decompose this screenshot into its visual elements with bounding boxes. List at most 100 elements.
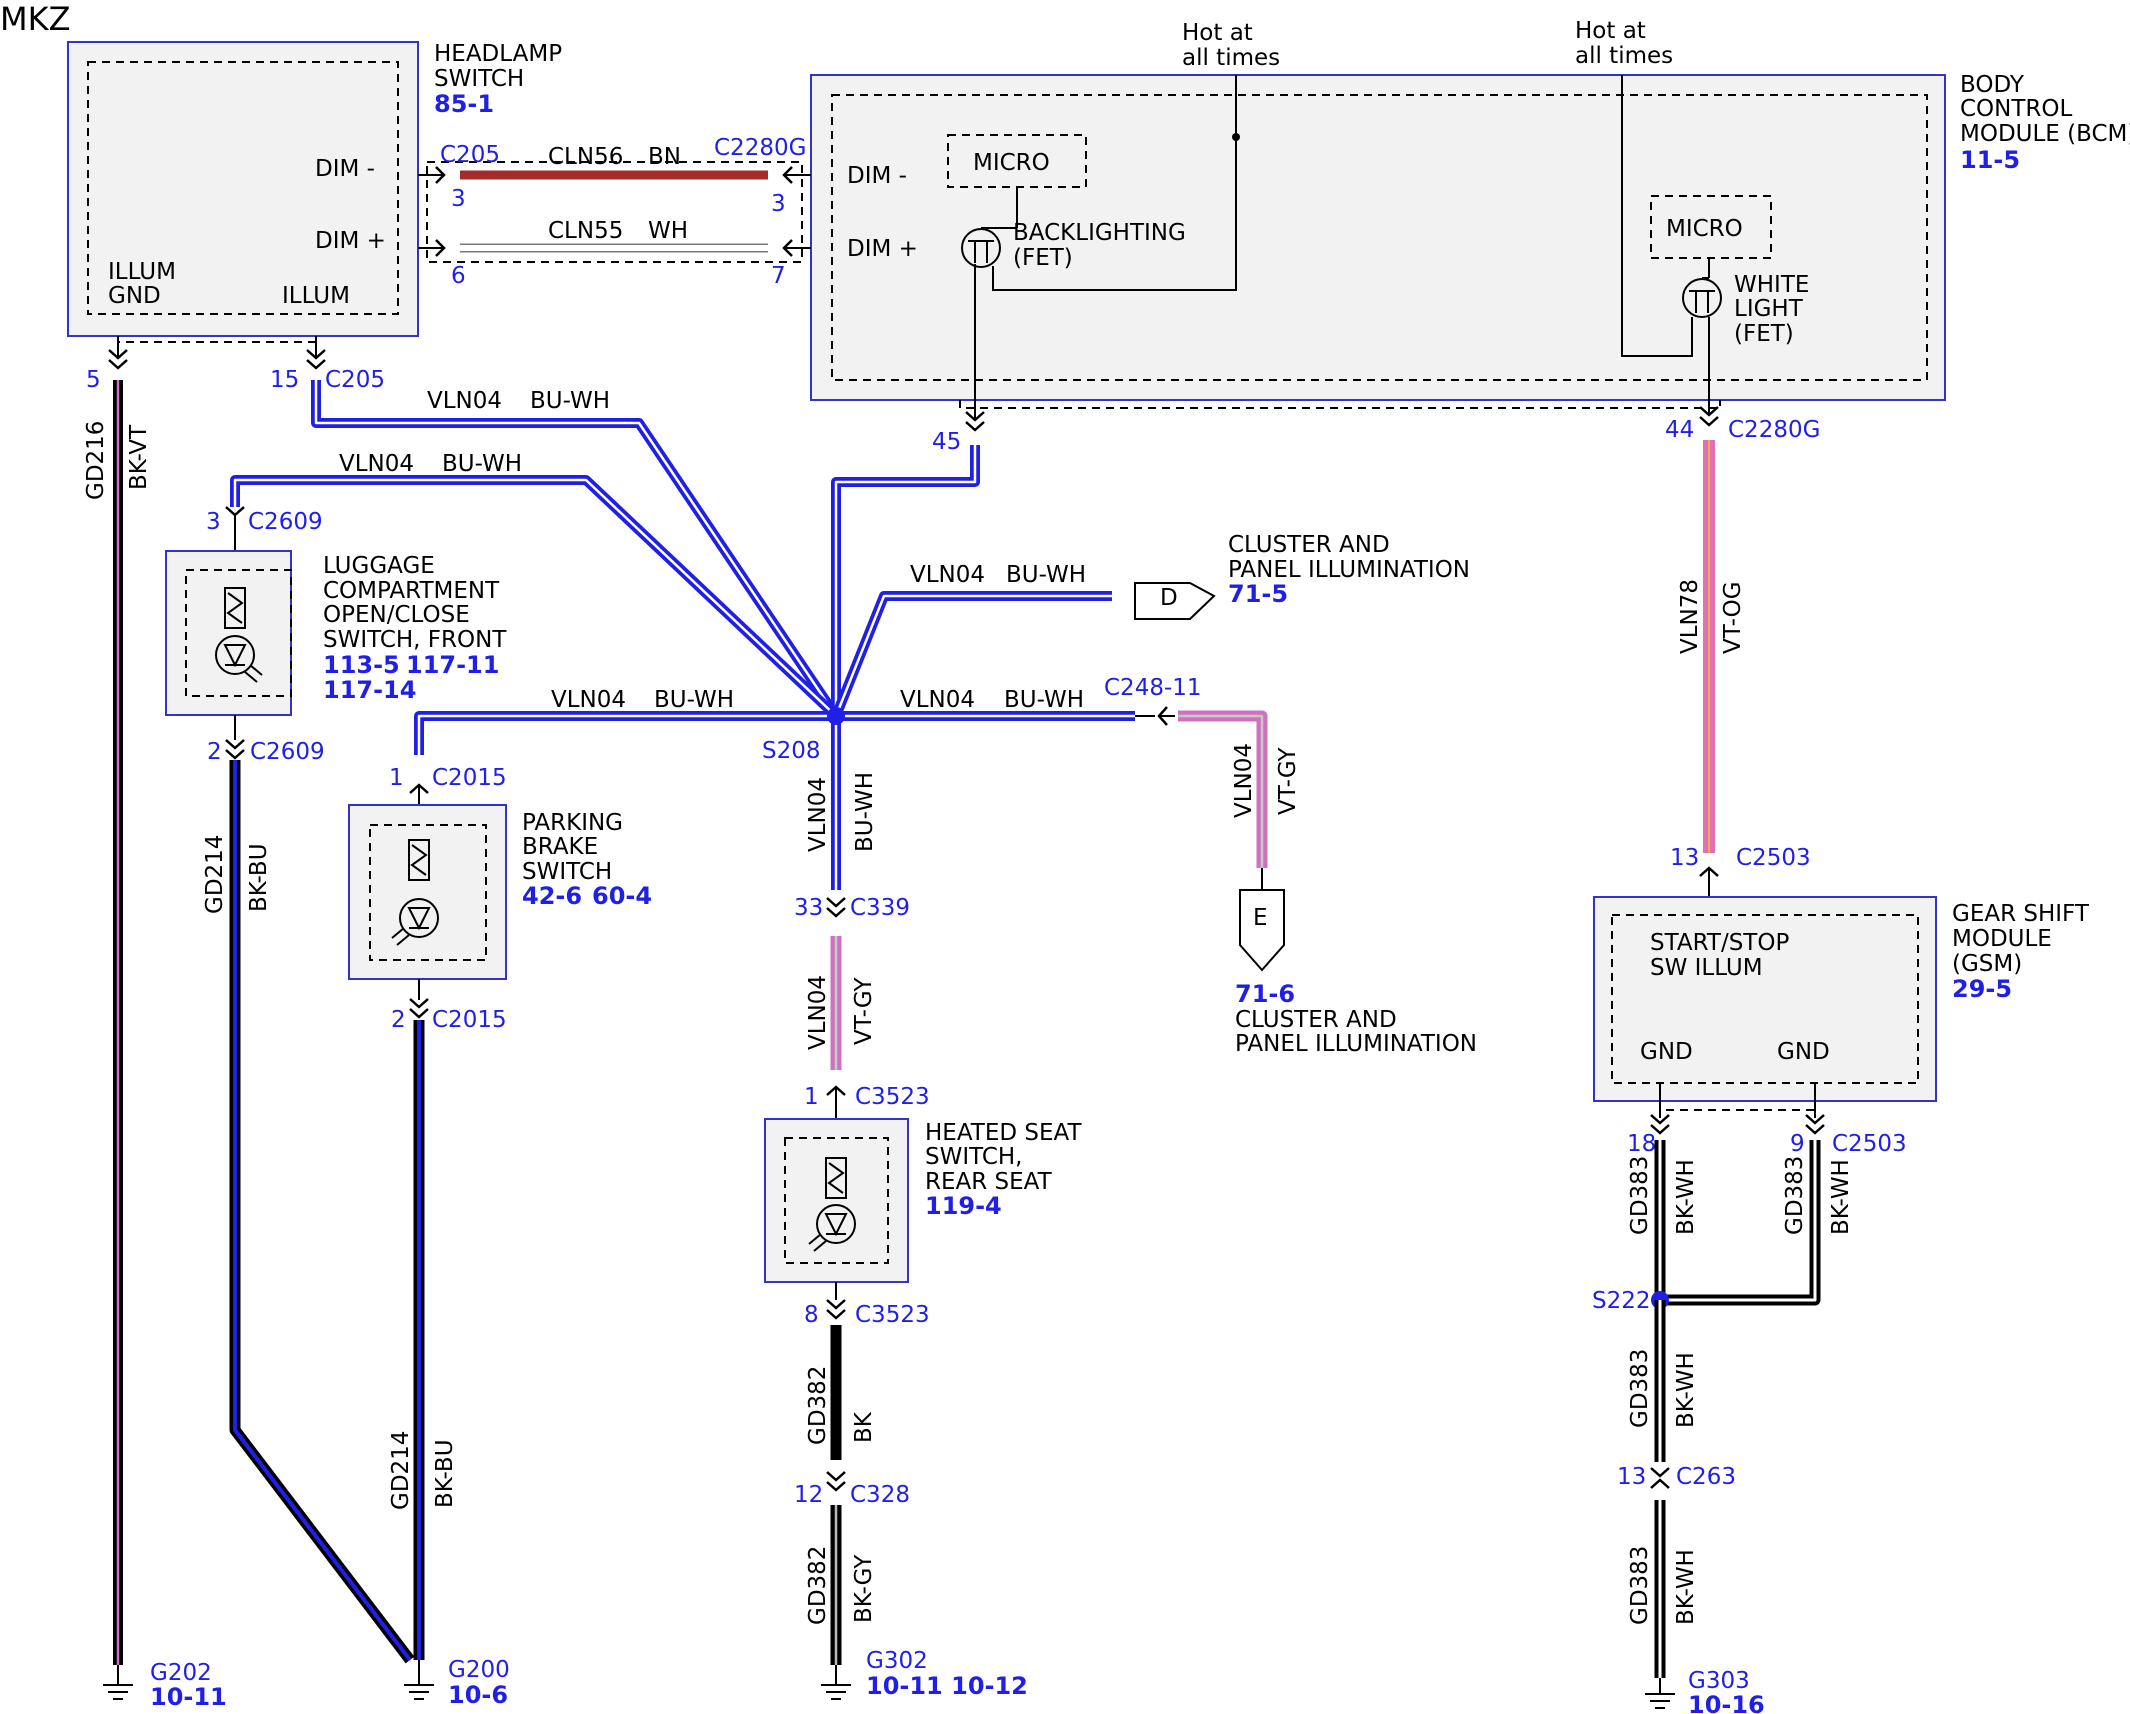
luggage-switch-ref-3: 117-14 [323, 676, 416, 704]
headlamp-switch-ref: 85-1 [434, 90, 494, 118]
cluster-e-name-1: CLUSTER AND [1235, 1007, 1397, 1033]
c2015-label-bottom: C2015 [432, 1007, 507, 1033]
headlamp-illum-gnd-label-1: ILLUM [108, 259, 176, 285]
vln04-label-7: VLN04 [1231, 743, 1257, 818]
headlamp-switch-name-1: HEADLAMP [434, 41, 562, 67]
headlamp-switch-module: HEADLAMP SWITCH 85-1 DIM - DIM + ILLUM G… [67, 41, 562, 337]
cluster-e-ref: 71-6 [1235, 980, 1295, 1008]
vln04-color-1: BU-WH [530, 388, 610, 414]
pin-c2015-2: 2 [391, 1007, 406, 1033]
gd214-label-2: GD214 [388, 1431, 414, 1510]
vln04-color-5: BU-WH [1004, 687, 1084, 713]
cln56-wire [418, 166, 811, 184]
gd382-color-1: BK [851, 1411, 877, 1443]
parking-brake-name-1: PARKING [522, 810, 623, 836]
parking-brake-name-3: SWITCH [522, 859, 612, 885]
vln04-label-6: VLN04 [805, 777, 831, 852]
vln04-color-3: BU-WH [654, 687, 734, 713]
parking-brake-box [348, 804, 507, 980]
parking-brake-switch-module [348, 783, 507, 1019]
gd216-wire [108, 336, 128, 1665]
s208-label: S208 [762, 738, 821, 764]
gd383-label-2: GD383 [1782, 1156, 1808, 1235]
pin-c328-12: 12 [794, 1482, 823, 1508]
pin-c2503-18: 18 [1627, 1131, 1656, 1157]
gd214-color-1: BK-BU [246, 843, 272, 912]
g202-label: G202 [150, 1660, 212, 1686]
backlighting-label-1: BACKLIGHTING [1013, 220, 1186, 246]
s208-splice-dot [827, 707, 845, 725]
cluster-d-ref: 71-5 [1228, 580, 1288, 608]
bcm-micro-2-label: MICRO [1666, 216, 1743, 242]
gd214-color-2: BK-BU [432, 1439, 458, 1508]
gsm-gnd-2-label: GND [1777, 1039, 1830, 1065]
cluster-d-connector-icon [1134, 582, 1216, 620]
pin-c2280g-45: 45 [932, 429, 961, 455]
gd214-label-1: GD214 [202, 835, 228, 914]
pin-c2015-1: 1 [389, 765, 404, 791]
luggage-switch-box [165, 550, 292, 716]
bcm-box [810, 74, 1946, 401]
gsm-box [1593, 896, 1937, 1102]
c2503-label-top: C2503 [1736, 845, 1811, 871]
cluster-e-name-2: PANEL ILLUMINATION [1235, 1031, 1477, 1057]
backlighting-fet-icon [961, 187, 1018, 268]
bcm-module: BODY CONTROL MODULE (BCM) 11-5 DIM - DIM… [810, 72, 2130, 401]
cln55-color: WH [648, 218, 688, 244]
cln56-color: BN [648, 144, 681, 170]
gsm-name-1: GEAR SHIFT [1952, 901, 2090, 927]
heated-seat-led-icon [808, 1157, 856, 1252]
pin-c205-6: 6 [451, 263, 466, 289]
bcm-micro-1-label: MICRO [973, 150, 1050, 176]
cln55-wire [418, 239, 811, 257]
gd216-label: GD216 [83, 421, 109, 500]
luggage-switch-name-1: LUGGAGE [323, 553, 435, 579]
vln04-label-3: VLN04 [551, 687, 626, 713]
c328-connector [826, 1471, 846, 1492]
gsm-module [1593, 896, 1937, 1102]
pin-c2503-9: 9 [1790, 1131, 1805, 1157]
g200-ref: 10-6 [448, 1681, 508, 1709]
gsm-name-2: MODULE [1952, 926, 2052, 952]
heated-seat-name-3: REAR SEAT [925, 1169, 1053, 1195]
vln04-color-6: BU-WH [852, 772, 878, 852]
backlighting-label-2: (FET) [1013, 245, 1073, 271]
vln04-label-5: VLN04 [900, 687, 975, 713]
headlamp-switch-name-2: SWITCH [434, 66, 524, 92]
pin-c2503-13: 13 [1670, 845, 1699, 871]
bcm-inner-box [831, 94, 1928, 381]
heated-seat-name-2: SWITCH, [925, 1144, 1023, 1170]
parking-brake-ref-1: 42-6 [522, 882, 582, 910]
vln04-color-7: VT-GY [1275, 747, 1301, 815]
c263-connector [1650, 1467, 1670, 1489]
g200-label: G200 [448, 1657, 510, 1683]
gd216-color: BK-VT [126, 424, 152, 490]
bcm-ref: 11-5 [1960, 146, 2020, 174]
c2503-bottom-connectors [1650, 1083, 1825, 1135]
hot-feed-2-line [1621, 75, 1693, 357]
gd383-color-4: BK-WH [1673, 1549, 1699, 1625]
g202-ref: 10-11 [150, 1683, 227, 1711]
c2280g-label-bottom: C2280G [1728, 417, 1820, 443]
cluster-e-letter: E [1253, 905, 1268, 931]
c2015-label-top: C2015 [432, 765, 507, 791]
hot-label-1-line1: Hot at [1182, 20, 1253, 46]
bcm-micro-2-box [1650, 195, 1772, 259]
gd383-label-1: GD383 [1627, 1156, 1653, 1235]
pin-c339-33: 33 [794, 895, 823, 921]
cluster-d-name-2: PANEL ILLUMINATION [1228, 557, 1470, 583]
g303-ground-icon [1645, 1678, 1675, 1709]
bcm-pin-45-connector [965, 264, 985, 432]
cluster-d-name-1: CLUSTER AND [1228, 532, 1390, 558]
c248-vt-gy-wire [1135, 706, 1268, 890]
hot-feed-1-dot [1232, 133, 1240, 141]
g303-label: G303 [1688, 1668, 1750, 1694]
luggage-switch-name-3: OPEN/CLOSE [323, 602, 470, 628]
gd382-label-1: GD382 [805, 1366, 831, 1445]
cluster-e-connector-icon [1239, 889, 1285, 972]
parking-brake-led-icon [391, 839, 439, 946]
pin-c2609-3: 3 [206, 509, 221, 535]
pin-c263-13: 13 [1617, 1464, 1646, 1490]
c205-c2280g-connector-outline [426, 161, 803, 263]
